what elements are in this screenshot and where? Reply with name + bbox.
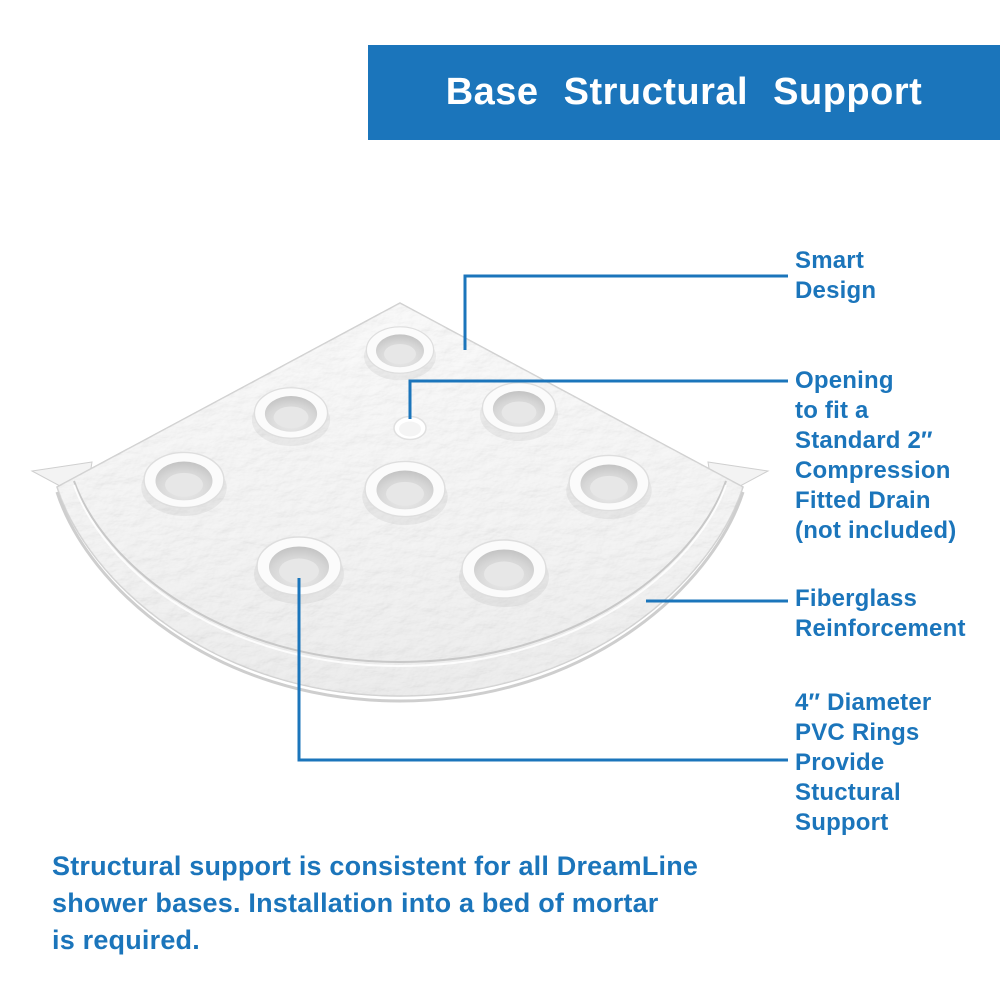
pvc-ring	[479, 382, 559, 442]
pvc-ring	[361, 460, 449, 526]
callout-label-smart-design: Smart Design	[795, 247, 877, 304]
pan-front-lip-shadow	[55, 491, 745, 703]
page-title: Base Structural Support	[445, 71, 923, 113]
shower-pan	[30, 302, 770, 703]
callout-label-pvc-rings: 4″ Diameter PVC Rings Provide Stuctural …	[795, 689, 932, 836]
pvc-ring	[458, 539, 550, 608]
pvc-ring	[251, 387, 331, 447]
pvc-ring	[140, 451, 228, 517]
callout-line-pvc-rings	[297, 578, 788, 762]
callout-line-smart-design	[463, 274, 788, 350]
footer-note: Structural support is consistent for all…	[52, 851, 699, 955]
callout-line-drain-opening	[408, 379, 788, 419]
pvc-ring	[565, 454, 653, 520]
callout-label-drain-opening: Opening to fit a Standard 2″ Compression…	[795, 367, 957, 544]
header-banner: Base Structural Support	[368, 45, 1000, 140]
rim-ridge-highlight	[73, 484, 727, 668]
callout-label-fiberglass: Fiberglass Reinforcement	[795, 585, 966, 642]
rim-ridge	[73, 480, 727, 664]
pvc-ring	[363, 326, 437, 381]
drain-opening	[393, 415, 427, 441]
